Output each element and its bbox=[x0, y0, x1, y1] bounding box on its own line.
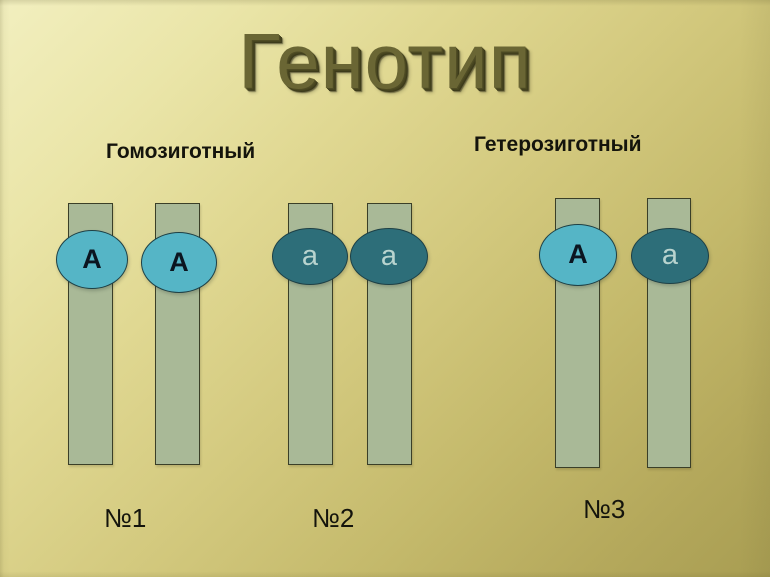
allele-symbol: A bbox=[568, 239, 588, 269]
pair-label: №2 bbox=[312, 503, 355, 533]
allele-marker[interactable]: A bbox=[539, 224, 617, 286]
allele-symbol: a bbox=[380, 239, 398, 272]
page-title: Генотип bbox=[238, 17, 532, 105]
allele-marker[interactable]: a bbox=[350, 228, 428, 285]
allele-symbol: a bbox=[661, 239, 679, 271]
allele-marker[interactable]: a bbox=[272, 228, 348, 285]
pair-label: №3 bbox=[583, 494, 626, 524]
heading-homozygous: Гомозиготный bbox=[106, 140, 256, 163]
allele-marker[interactable]: a bbox=[631, 228, 709, 284]
allele-marker[interactable]: A bbox=[56, 230, 128, 289]
allele-marker[interactable]: A bbox=[141, 232, 217, 293]
pair-label: №1 bbox=[104, 503, 147, 533]
heading-heterozygous: Гетерозиготный bbox=[474, 133, 642, 156]
allele-symbol: a bbox=[301, 239, 319, 272]
allele-symbol: A bbox=[169, 246, 189, 277]
allele-symbol: A bbox=[82, 243, 102, 274]
